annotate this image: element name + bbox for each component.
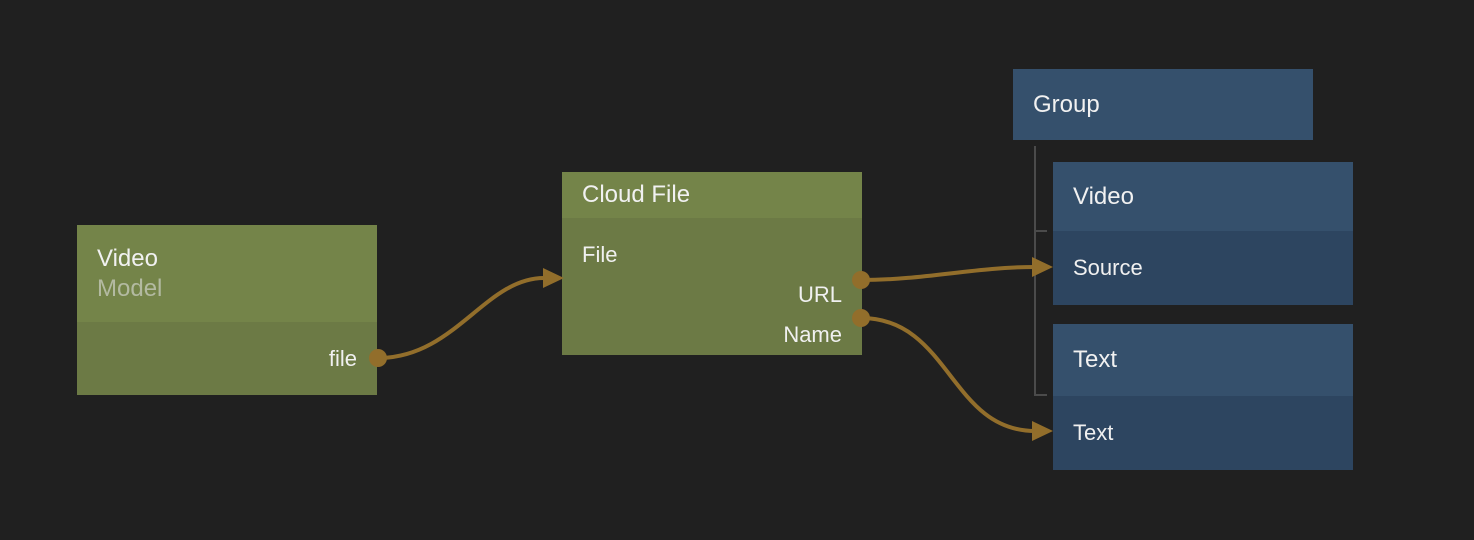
input-port-label: Source: [1073, 255, 1143, 280]
wire-url-to-source[interactable]: [860, 265, 1036, 282]
node-cloud-file[interactable]: Cloud File File URL Name: [562, 172, 862, 355]
output-port-label: Name: [783, 322, 842, 347]
input-port-label: File: [582, 242, 618, 267]
node-title: Group: [1033, 90, 1100, 118]
node-video-model[interactable]: Video Model file: [77, 225, 377, 395]
node-group[interactable]: Group: [1013, 69, 1313, 140]
arrowhead-source-input-icon: [1032, 257, 1053, 277]
node-group-header[interactable]: Group: [1013, 69, 1313, 140]
node-video-model-body: file: [77, 322, 377, 395]
port-row-file-output[interactable]: file: [77, 339, 377, 379]
port-row-url-output[interactable]: URL: [562, 275, 862, 315]
group-tree-line: [1034, 146, 1047, 396]
node-title: Video: [1073, 182, 1134, 210]
node-text-sink[interactable]: Text Text: [1053, 324, 1353, 470]
port-row-file-input[interactable]: File: [562, 235, 862, 275]
wire-name-to-text[interactable]: [860, 316, 1036, 433]
node-video-model-header[interactable]: Video Model: [77, 225, 377, 322]
node-title: Video: [97, 244, 158, 272]
wire-file-to-file[interactable]: [377, 276, 545, 360]
output-port-label: file: [328, 345, 357, 371]
node-video-sink[interactable]: Video Source: [1053, 162, 1353, 305]
port-row-text-input[interactable]: Text: [1053, 413, 1353, 453]
node-title: Cloud File: [582, 181, 691, 208]
node-video-sink-body: Source: [1053, 231, 1353, 305]
port-row-source-input[interactable]: Source: [1053, 248, 1353, 288]
port-row-name-output[interactable]: Name: [562, 315, 862, 355]
output-port-label: URL: [797, 282, 842, 307]
input-port-label: Text: [1073, 420, 1114, 445]
node-cloud-file-body: File URL Name: [562, 218, 862, 355]
node-video-sink-header[interactable]: Video: [1053, 162, 1353, 231]
node-text-sink-header[interactable]: Text: [1053, 324, 1353, 396]
node-title: Text: [1073, 346, 1118, 373]
arrowhead-text-input-icon: [1032, 421, 1053, 441]
node-text-sink-body: Text: [1053, 396, 1353, 470]
node-cloud-file-header[interactable]: Cloud File: [562, 172, 862, 218]
node-subtitle: Model: [97, 274, 163, 302]
arrowhead-file-input-icon: [543, 268, 564, 288]
